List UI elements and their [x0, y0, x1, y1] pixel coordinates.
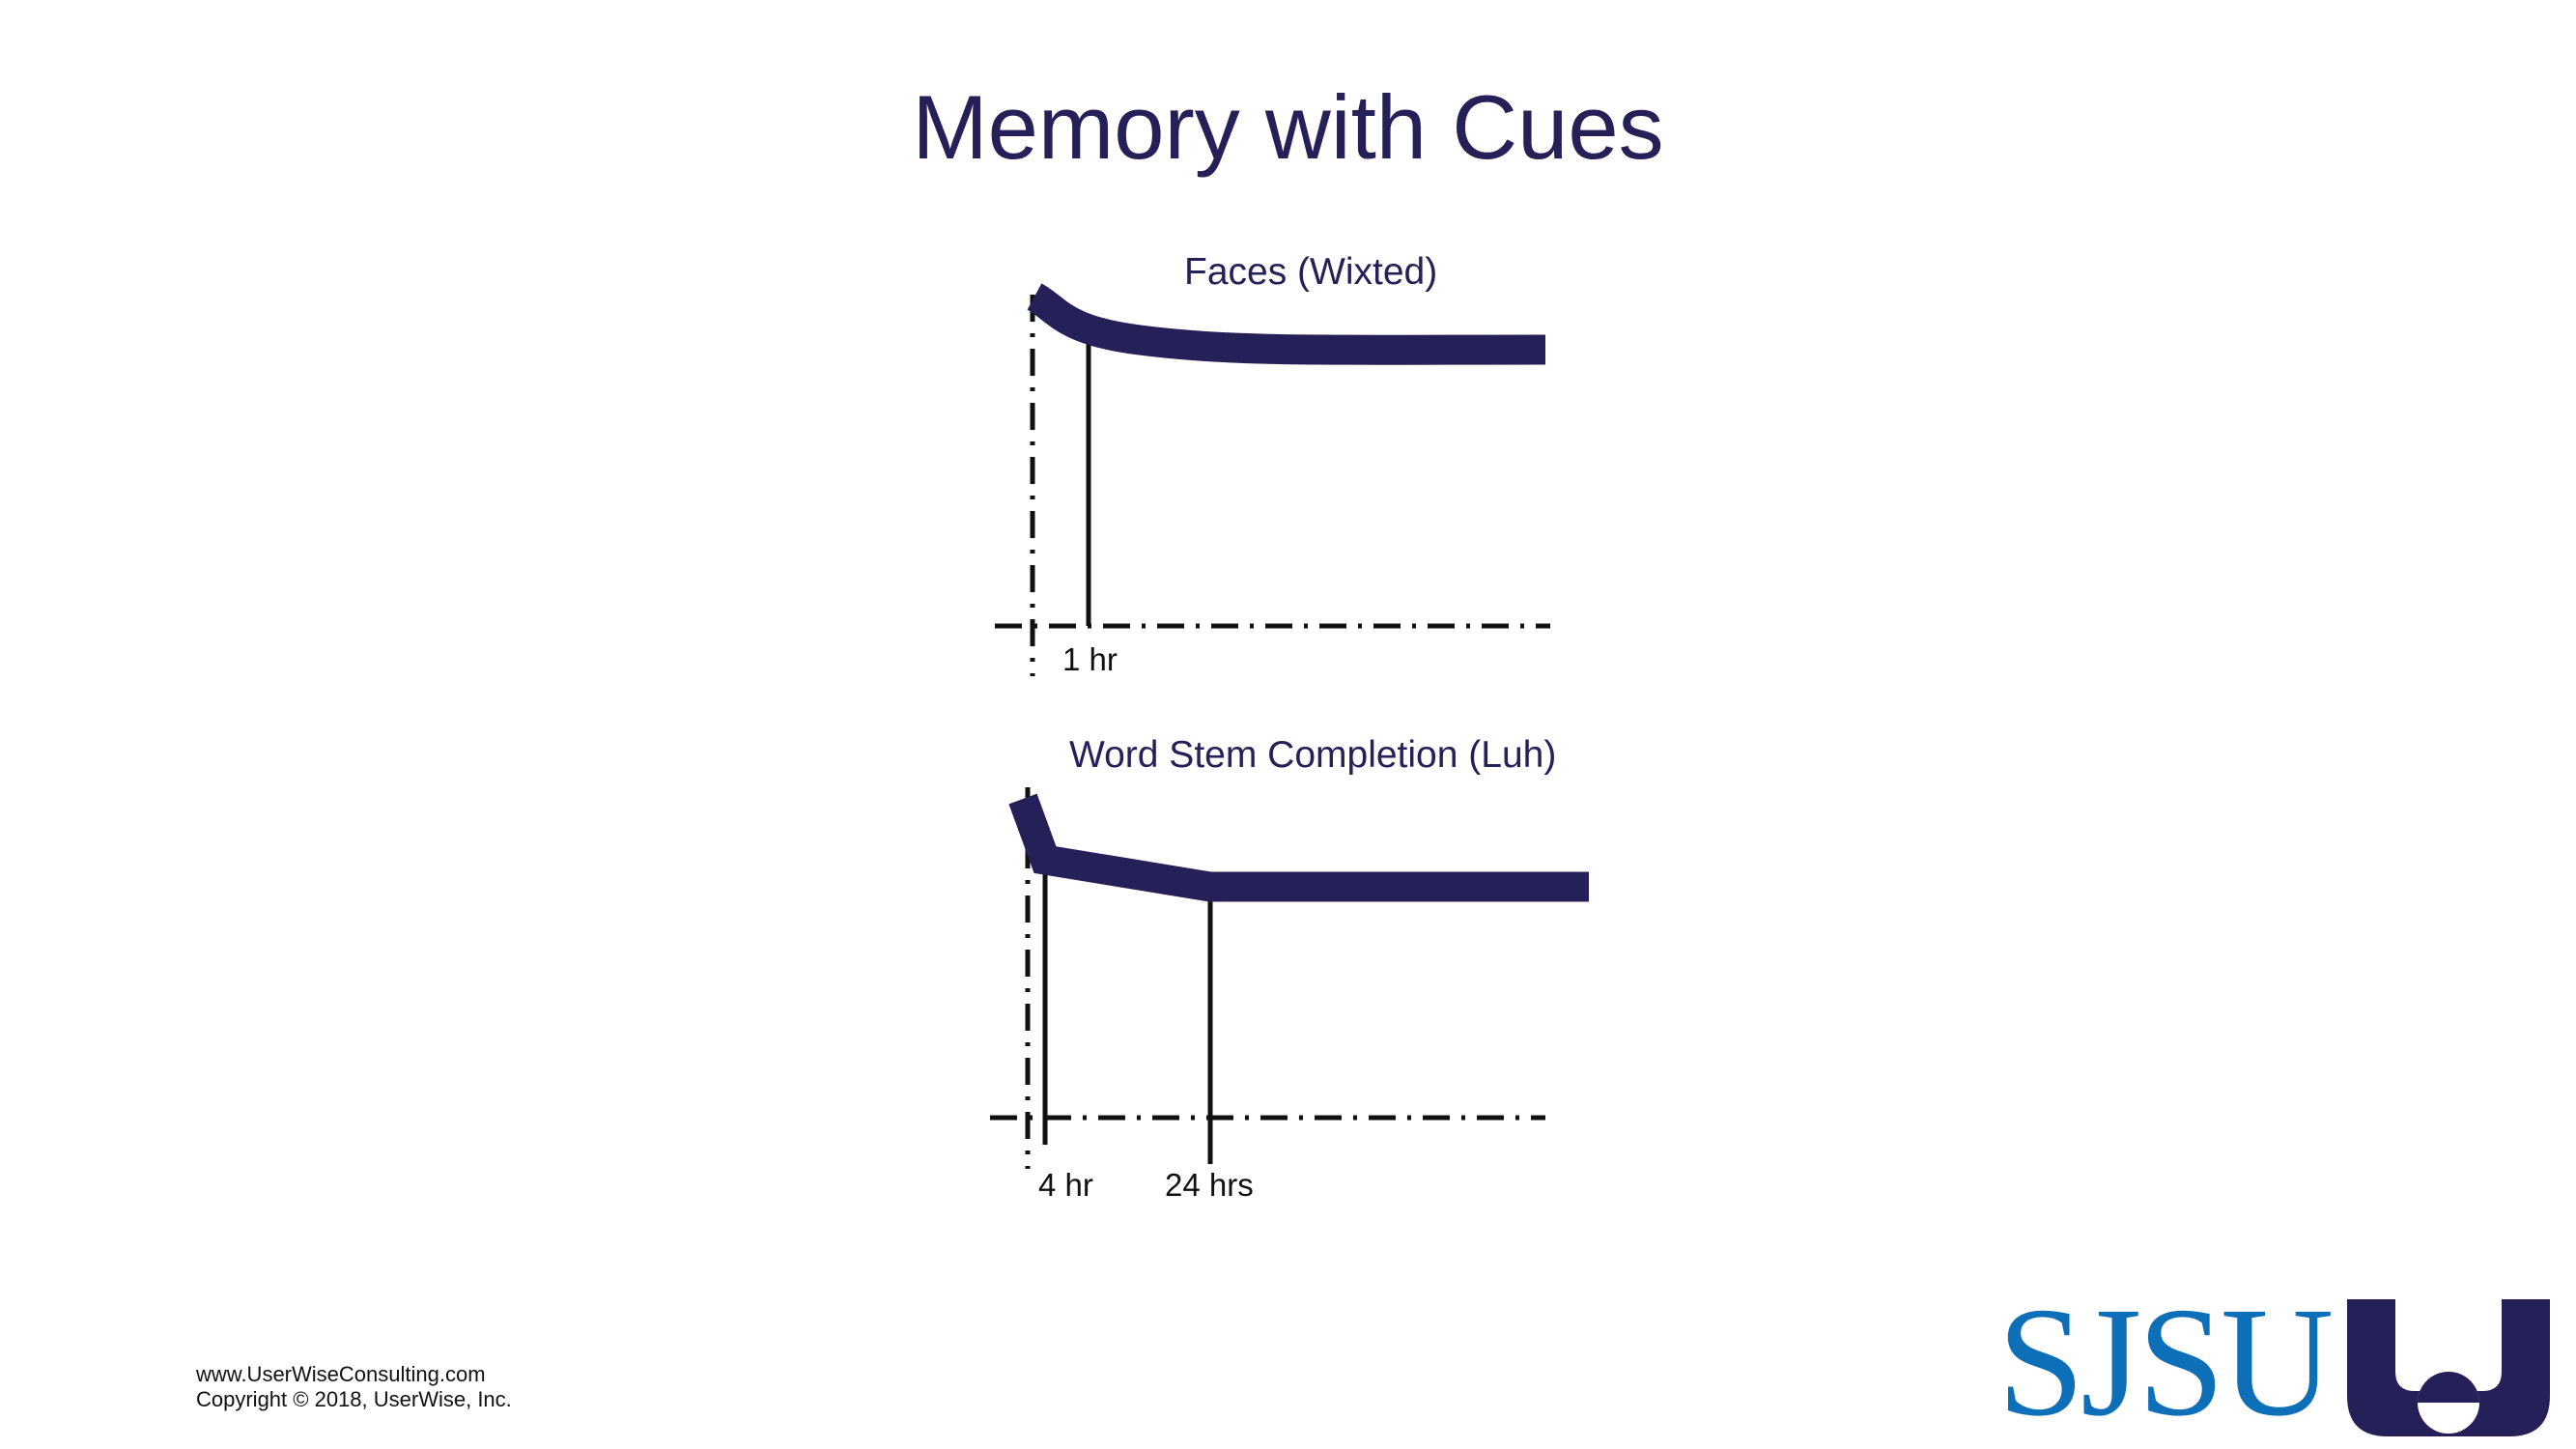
- faces-panel-title: Faces (Wixted): [1184, 251, 1438, 293]
- wordstem-panel: [990, 787, 1589, 1169]
- sjsu-logo: SJSU: [1997, 1276, 2334, 1449]
- faces-1hr-label: 1 hr: [1062, 641, 1118, 677]
- wordstem-4hr-label: 4 hr: [1038, 1167, 1093, 1203]
- wordstem-24hr-label: 24 hrs: [1165, 1167, 1254, 1203]
- slide-title: Memory with Cues: [912, 76, 1664, 178]
- wordstem-retention-curve: [1008, 793, 1589, 902]
- wordstem-panel-title: Word Stem Completion (Luh): [1069, 734, 1557, 776]
- footer-website: www.UserWiseConsulting.com: [196, 1362, 486, 1386]
- faces-retention-curve: [1027, 283, 1546, 365]
- userwise-logo: [2347, 1299, 2550, 1436]
- footer: www.UserWiseConsulting.com Copyright © 2…: [196, 1362, 512, 1413]
- faces-panel: [995, 283, 1550, 676]
- footer-copyright: Copyright © 2018, UserWise, Inc.: [196, 1387, 512, 1412]
